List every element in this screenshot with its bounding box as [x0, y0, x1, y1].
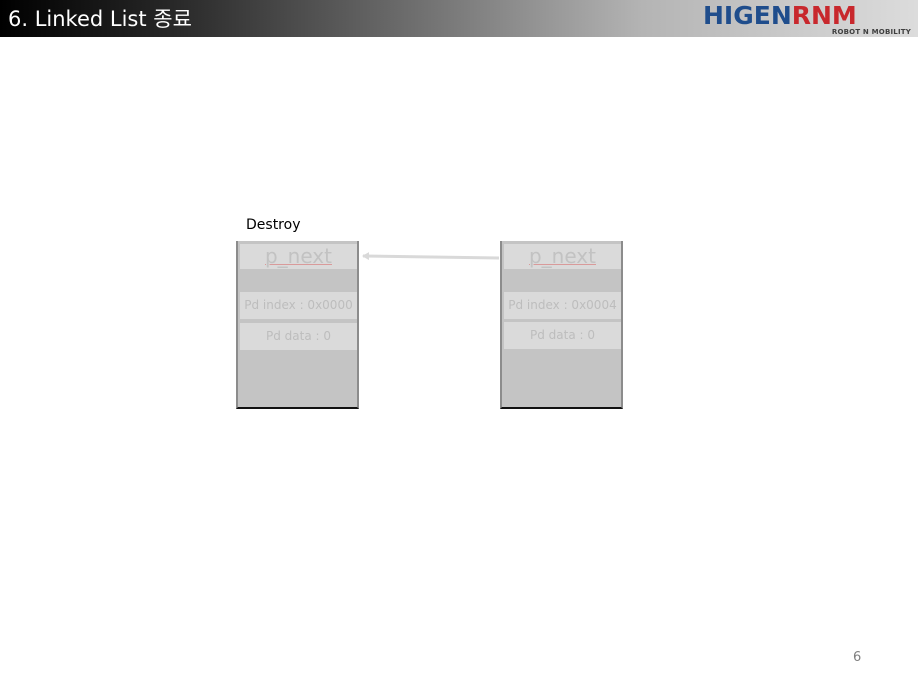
destroy-label: Destroy [246, 217, 301, 233]
page-number: 6 [853, 650, 862, 665]
next-pointer-line [362, 252, 500, 261]
logo-wordmark: HIGENRNM [703, 2, 857, 30]
node-2-index-field: Pd index : 0x0004 [504, 292, 621, 319]
logo-higen-text: HIGEN [703, 1, 792, 30]
node-1-next-field: p_next [240, 244, 357, 269]
list-node-1: p_next Pd index : 0x0000 Pd data : 0 [236, 241, 359, 409]
company-logo: HIGENRNM ROBOT N MOBILITY [703, 2, 915, 38]
node-2-next-field: p_next [504, 244, 621, 269]
logo-tagline: ROBOT N MOBILITY [831, 28, 911, 36]
node-1-index-field: Pd index : 0x0000 [240, 292, 357, 319]
node-1-data-field: Pd data : 0 [240, 323, 357, 350]
logo-rnm-text: RNM [791, 1, 857, 30]
slide-title: 6. Linked List 종료 [8, 7, 192, 31]
list-node-2: p_next Pd index : 0x0004 Pd data : 0 [500, 241, 623, 409]
title-bar [0, 0, 918, 37]
node-2-data-field: Pd data : 0 [504, 322, 621, 349]
